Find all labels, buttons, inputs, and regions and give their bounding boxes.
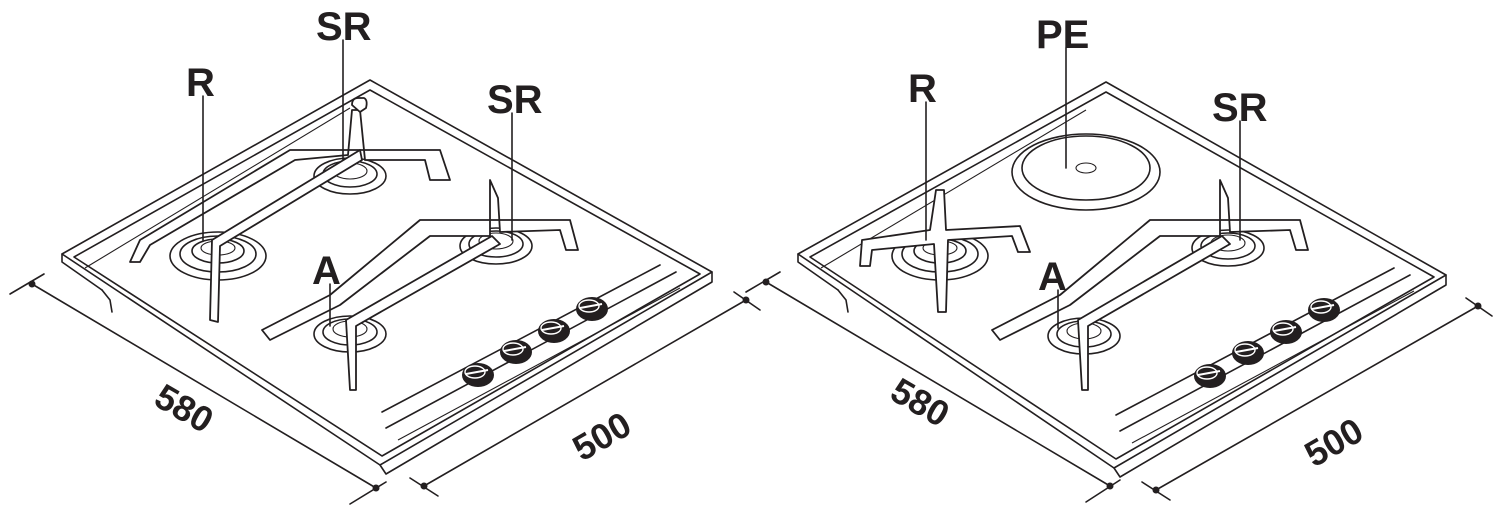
electric-plate bbox=[1011, 133, 1161, 211]
dimension-width-label: 580 bbox=[148, 375, 221, 441]
dimension-width-left bbox=[9, 273, 387, 505]
dimension-depth-left bbox=[409, 291, 761, 497]
grate-right-front bbox=[991, 179, 1309, 391]
knob-4[interactable] bbox=[575, 296, 609, 322]
label-rapid: R bbox=[908, 67, 937, 111]
dimension-depth-label: 500 bbox=[566, 403, 639, 469]
label-rapid: R bbox=[186, 61, 215, 105]
label-semi-rapid-right: SR bbox=[1212, 86, 1268, 130]
knob-4[interactable] bbox=[1307, 297, 1341, 323]
dimension-width-right bbox=[745, 271, 1121, 503]
knob-2[interactable] bbox=[499, 339, 533, 365]
dimension-width-label: 580 bbox=[884, 369, 957, 435]
grate-left-front bbox=[261, 179, 579, 391]
dimension-depth-label: 500 bbox=[1298, 409, 1371, 475]
dimension-depth-right bbox=[1141, 297, 1493, 501]
grate-right-left bbox=[859, 189, 1031, 313]
knob-3[interactable] bbox=[537, 318, 571, 344]
label-auxiliary: A bbox=[1038, 255, 1067, 299]
grate-left-back bbox=[129, 97, 451, 323]
knob-1[interactable] bbox=[1193, 363, 1227, 389]
label-auxiliary: A bbox=[312, 249, 341, 293]
label-electric-plate: PE bbox=[1036, 13, 1089, 57]
hob-right: R PE SR A 580 500 bbox=[745, 13, 1493, 503]
label-semi-rapid-right: SR bbox=[487, 78, 543, 122]
hob-right-body bbox=[797, 81, 1447, 478]
hob-left-body bbox=[61, 79, 713, 475]
hob-left: R SR SR A 580 500 bbox=[9, 5, 761, 505]
knobs-left bbox=[461, 296, 609, 388]
knob-3[interactable] bbox=[1269, 319, 1303, 345]
knob-1[interactable] bbox=[461, 362, 495, 388]
knob-2[interactable] bbox=[1231, 340, 1265, 366]
label-semi-rapid-back: SR bbox=[316, 5, 372, 49]
